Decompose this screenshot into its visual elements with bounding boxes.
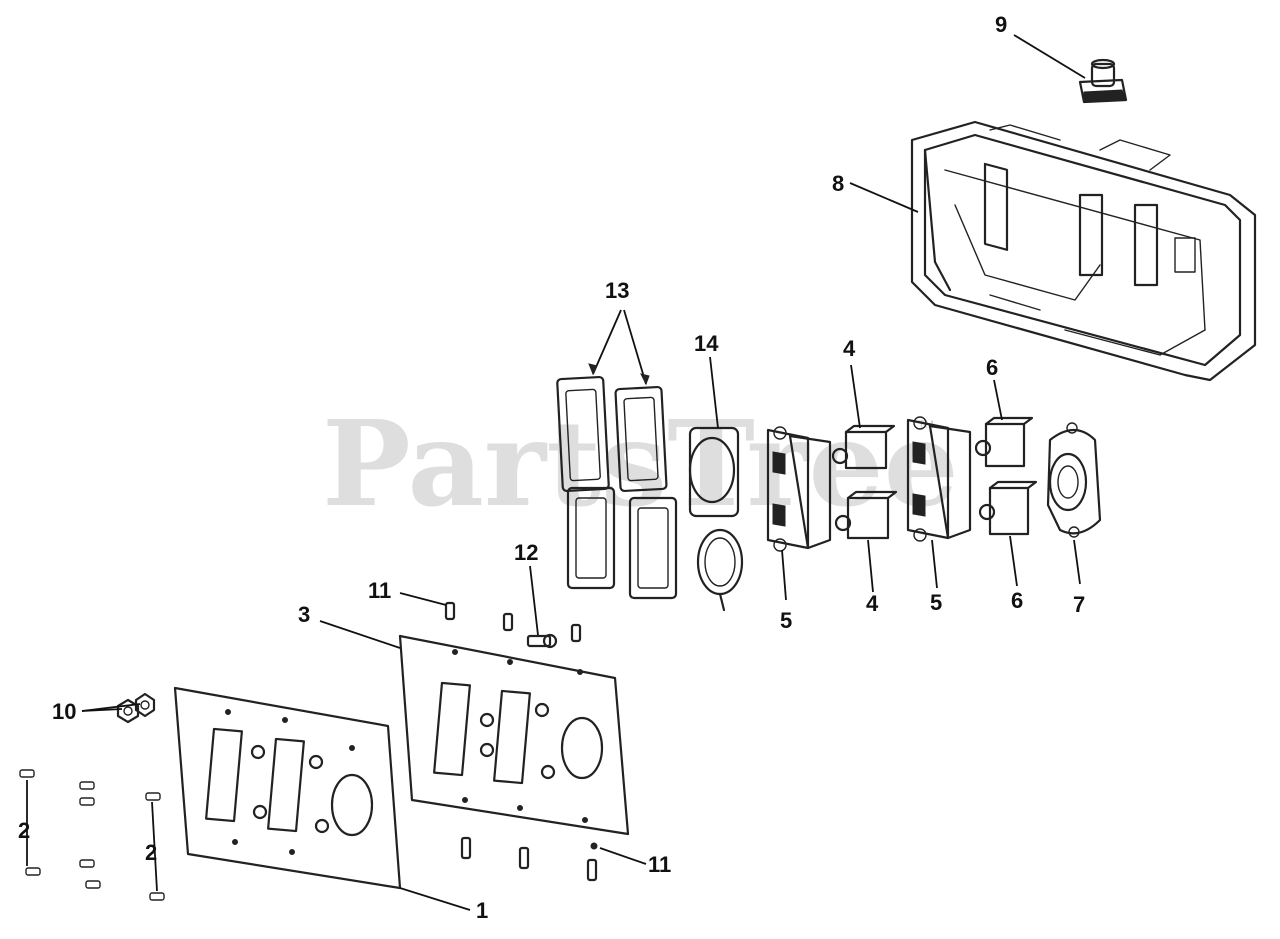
part-9-cap[interactable] bbox=[1078, 58, 1128, 104]
watermark: PartsTree TM bbox=[322, 394, 959, 533]
callout-11-bottom[interactable]: 11 bbox=[648, 852, 671, 877]
part-6-breaker-bottom[interactable] bbox=[978, 480, 1038, 536]
part-3-panel-plate[interactable] bbox=[398, 634, 630, 836]
callout-4-top[interactable]: 4 bbox=[843, 336, 856, 361]
callout-3[interactable]: 3 bbox=[298, 602, 310, 627]
part-5-receptacle-left[interactable] bbox=[766, 426, 832, 552]
callout-leaders bbox=[26, 34, 1086, 911]
callout-2-right[interactable]: 2 bbox=[145, 840, 157, 865]
part-2-screws[interactable] bbox=[19, 769, 165, 901]
part-7-twist-lock-receptacle[interactable] bbox=[1046, 422, 1102, 538]
callout-4-bottom[interactable]: 4 bbox=[866, 591, 879, 616]
part-6-breaker-top[interactable] bbox=[974, 416, 1034, 468]
part-8-housing-box[interactable] bbox=[910, 120, 1257, 382]
callout-7[interactable]: 7 bbox=[1073, 592, 1085, 617]
part-5-receptacle-right[interactable] bbox=[906, 416, 972, 542]
callout-11-top[interactable]: 11 bbox=[368, 578, 391, 603]
callout-10[interactable]: 10 bbox=[52, 699, 76, 724]
callout-1[interactable]: 1 bbox=[476, 898, 488, 923]
part-10-nuts[interactable] bbox=[116, 692, 156, 724]
callout-5-left[interactable]: 5 bbox=[780, 608, 792, 633]
callout-8[interactable]: 8 bbox=[832, 171, 844, 196]
part-1-panel-plate[interactable] bbox=[173, 686, 402, 890]
callout-14[interactable]: 14 bbox=[694, 331, 719, 356]
callout-6-top[interactable]: 6 bbox=[986, 355, 998, 380]
callout-labels: 9 8 13 14 4 6 5 4 5 6 7 12 11 3 10 2 2 1… bbox=[18, 12, 1085, 923]
part-4-breaker-top[interactable] bbox=[831, 424, 896, 470]
part-14-round-cover[interactable] bbox=[688, 426, 744, 612]
callout-6-bottom[interactable]: 6 bbox=[1011, 588, 1023, 613]
callout-9[interactable]: 9 bbox=[995, 12, 1007, 37]
callout-13[interactable]: 13 bbox=[605, 278, 629, 303]
callout-5-right[interactable]: 5 bbox=[930, 590, 942, 615]
part-11-clips[interactable] bbox=[444, 601, 598, 882]
callout-12[interactable]: 12 bbox=[514, 540, 538, 565]
part-13-outlet-covers[interactable] bbox=[556, 375, 678, 600]
part-12-screw[interactable] bbox=[526, 633, 558, 649]
watermark-text: PartsTree bbox=[322, 394, 959, 533]
part-4-breaker-bottom[interactable] bbox=[834, 490, 898, 540]
callout-2-left[interactable]: 2 bbox=[18, 818, 30, 843]
